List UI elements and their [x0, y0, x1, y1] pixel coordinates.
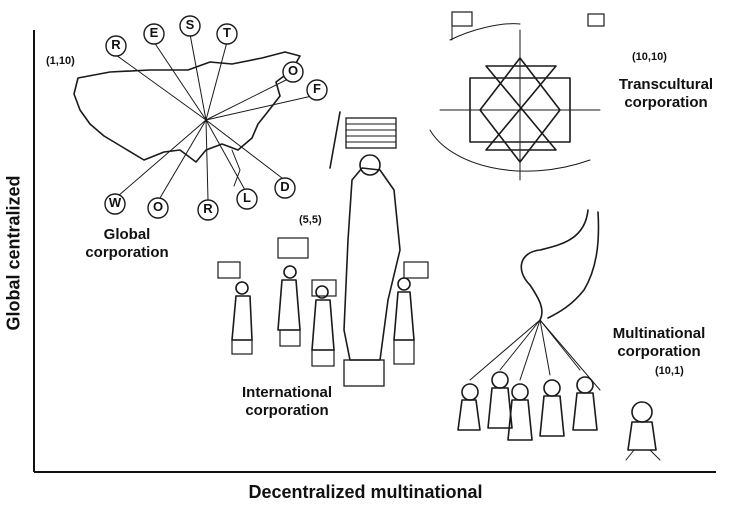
label-transcultural-line2: corporation	[624, 94, 708, 112]
usa-map-illustration	[73, 15, 328, 221]
axes-lines	[33, 30, 716, 473]
statue-of-liberty-illustration	[217, 111, 429, 387]
x-axis-label: Decentralized multinational	[248, 482, 483, 502]
map-letter-bottom-4: L	[243, 190, 251, 205]
star-lattice-illustration	[429, 11, 605, 181]
map-letter-top-6: F	[313, 81, 321, 96]
label-multinational-corporation: Multinational corporation	[598, 325, 720, 362]
map-letter-top-1: R	[111, 37, 121, 52]
map-letter-top-2: E	[149, 25, 159, 40]
map-letter-bottom-5: D	[280, 179, 290, 194]
y-axis-label: Global centralized	[3, 175, 24, 331]
puppeteer-hand-illustration	[457, 209, 661, 461]
map-letter-top-3: S	[185, 17, 195, 32]
map-letter-bottom-3: R	[203, 201, 213, 216]
label-multinational-line2: corporation	[617, 343, 701, 361]
label-global-line2: corporation	[85, 244, 169, 262]
label-global-line1: Global	[103, 226, 151, 243]
label-international-line2: corporation	[245, 402, 329, 420]
label-transcultural-corporation: Transcultural corporation	[606, 76, 726, 113]
coord-global: (1,10)	[46, 55, 75, 67]
map-letter-top-4: T	[223, 25, 231, 40]
map-letter-bottom-1: W	[108, 195, 122, 210]
coord-multinational: (10,1)	[655, 365, 684, 377]
label-multinational-line1: Multinational	[612, 325, 706, 342]
map-letter-top-5: O	[287, 63, 299, 78]
label-global-corporation: Global corporation	[72, 226, 182, 263]
coord-transcultural: (10,10)	[632, 51, 667, 63]
map-letter-bottom-2: O	[152, 199, 164, 214]
label-international-corporation: International corporation	[227, 384, 347, 421]
coord-international: (5,5)	[299, 214, 322, 226]
label-transcultural-line1: Transcultural	[618, 76, 714, 93]
label-international-line1: International	[241, 384, 332, 401]
